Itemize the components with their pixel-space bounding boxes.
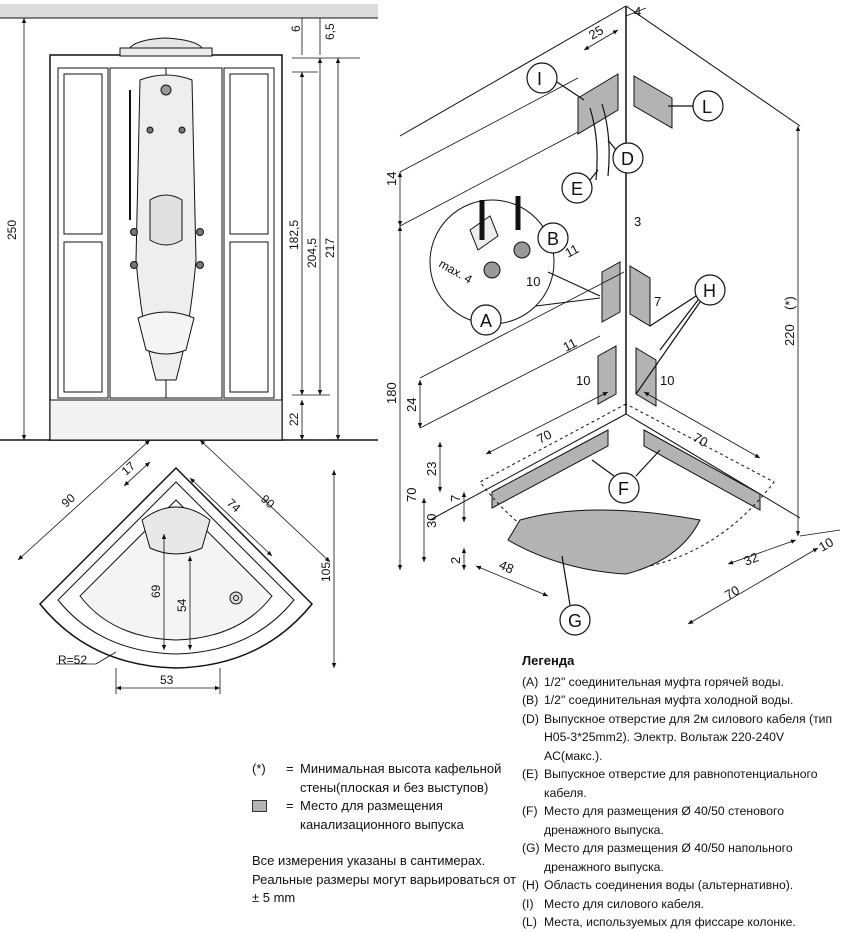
area-I: [577, 73, 619, 135]
callouts: [470, 62, 726, 636]
callout-F: F: [618, 479, 629, 499]
dim-11-upper: 11: [562, 241, 581, 261]
dim-7-upper: 7: [654, 294, 661, 309]
legend-item-d: (D)Выпускное отверстие для 2м силового к…: [522, 711, 833, 763]
note-star: (*) = Минимальная высота кафельной стены…: [252, 761, 502, 795]
dim-3: 3: [634, 214, 641, 229]
dim-220-star: (*): [782, 296, 797, 310]
callout-A: A: [480, 311, 492, 331]
dim-217: 217: [323, 238, 337, 258]
dim-90-right: 90: [258, 492, 278, 512]
legend-item-e: (E)Выпускное отверстие для равнопотенциа…: [522, 767, 818, 800]
dim-69: 69: [149, 584, 163, 598]
top-view-dimensions: [17, 439, 337, 694]
legend-title: Легенда: [522, 653, 575, 668]
callout-H: H: [703, 281, 716, 301]
install-view: [399, 5, 801, 575]
dim-10-floor: 10: [816, 534, 836, 554]
area-H-upper-left: [601, 261, 621, 323]
dim-74: 74: [224, 496, 244, 516]
dim-10-detail: 10: [526, 274, 540, 289]
callout-B: B: [547, 229, 559, 249]
notes: (*) = Минимальная высота кафельной стены…: [252, 760, 520, 834]
dim-23: 23: [424, 462, 439, 476]
dim-250: 250: [5, 220, 19, 240]
dim-182-5: 182,5: [287, 220, 301, 250]
area-H-lower-left: [597, 345, 617, 405]
dim-30: 30: [424, 514, 439, 528]
dim-180: 180: [384, 382, 399, 404]
dim-6-5: 6,5: [323, 23, 337, 40]
callout-E: E: [571, 179, 583, 199]
callout-I: I: [537, 69, 542, 89]
area-L: [633, 75, 673, 129]
install-view-dimensions: [397, 7, 841, 625]
legend-item-g: (G)Место для размещения Ø 40/50 напольно…: [522, 841, 793, 874]
callout-D: D: [621, 149, 634, 169]
dim-22: 22: [287, 412, 301, 426]
dim-53: 53: [160, 673, 174, 687]
dim-2: 2: [448, 557, 463, 564]
dim-90-left: 90: [59, 491, 79, 511]
dim-10-lower-left: 10: [576, 373, 590, 388]
callout-L: L: [702, 97, 712, 117]
dim-204-5: 204,5: [305, 238, 319, 268]
dim-32: 32: [742, 549, 761, 568]
legend-item-h: (H)Область соединения воды (альтернативн…: [522, 878, 794, 892]
front-view: [0, 4, 378, 441]
area-H-upper-right: [629, 265, 651, 327]
dim-6: 6: [289, 25, 303, 32]
legend-item-l: (L)Места, используемых для фиссаре колон…: [522, 915, 796, 929]
measurement-note: Все измерения указаны в сантимерах. Реал…: [252, 853, 517, 905]
drain-swatch-icon: [252, 800, 267, 812]
callout-G: G: [568, 611, 582, 631]
dim-7-lower: 7: [448, 495, 463, 502]
dim-24: 24: [404, 398, 419, 412]
legend-item-a: (A)1/2" соединительная муфта горячей вод…: [522, 674, 784, 689]
dim-54: 54: [175, 598, 189, 612]
dim-r52: R=52: [58, 653, 87, 667]
dim-70-left: 70: [534, 427, 554, 447]
legend: Легенда (A)1/2" соединительная муфта гор…: [522, 652, 844, 932]
drain-hole: [229, 591, 243, 605]
dim-14: 14: [384, 172, 399, 186]
dim-4: 4: [634, 4, 641, 19]
dim-105: 105: [319, 562, 333, 582]
dim-48: 48: [497, 557, 516, 577]
legend-item-f: (F)Место для размещения Ø 40/50 стеновог…: [522, 804, 784, 837]
dim-70-floor: 70: [722, 582, 742, 602]
dim-220: 220: [782, 324, 797, 346]
legend-item-b: (B)1/2" соединительная муфта холодной во…: [522, 693, 794, 707]
dim-11-lower: 11: [560, 335, 579, 355]
dim-70-right: 70: [691, 430, 711, 450]
front-view-dimensions: [21, 18, 360, 440]
legend-item-i: (I)Место для силового кабеля.: [522, 896, 705, 911]
note-drain: = Место для размещения канализационного …: [252, 797, 520, 834]
dim-25: 25: [586, 22, 606, 42]
dim-70-height: 70: [404, 488, 419, 502]
dim-10-lower-right: 10: [660, 373, 674, 388]
area-G: [507, 509, 701, 575]
